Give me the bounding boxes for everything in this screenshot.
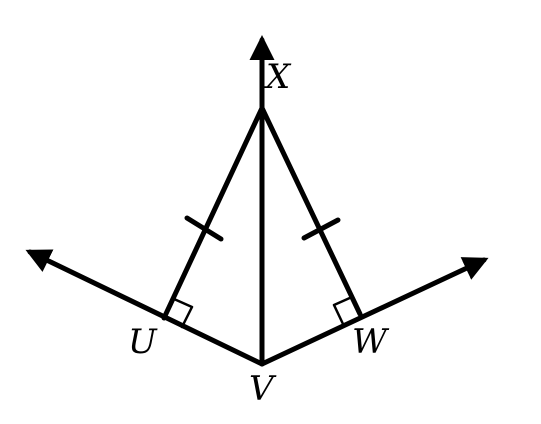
ray-vw <box>259 257 489 367</box>
right-angle-mark-u <box>172 297 194 329</box>
point-label-x: X <box>263 57 292 97</box>
point-label-v: V <box>249 369 277 409</box>
ray-vu <box>25 249 265 367</box>
tick-mark-xw <box>301 217 341 241</box>
point-label-u: U <box>128 322 158 362</box>
segment-xw <box>259 105 363 317</box>
segment-xu <box>161 105 265 321</box>
tick-mark-xu <box>184 215 224 242</box>
point-label-w: W <box>352 322 390 362</box>
right-angle-mark-w <box>332 295 354 326</box>
